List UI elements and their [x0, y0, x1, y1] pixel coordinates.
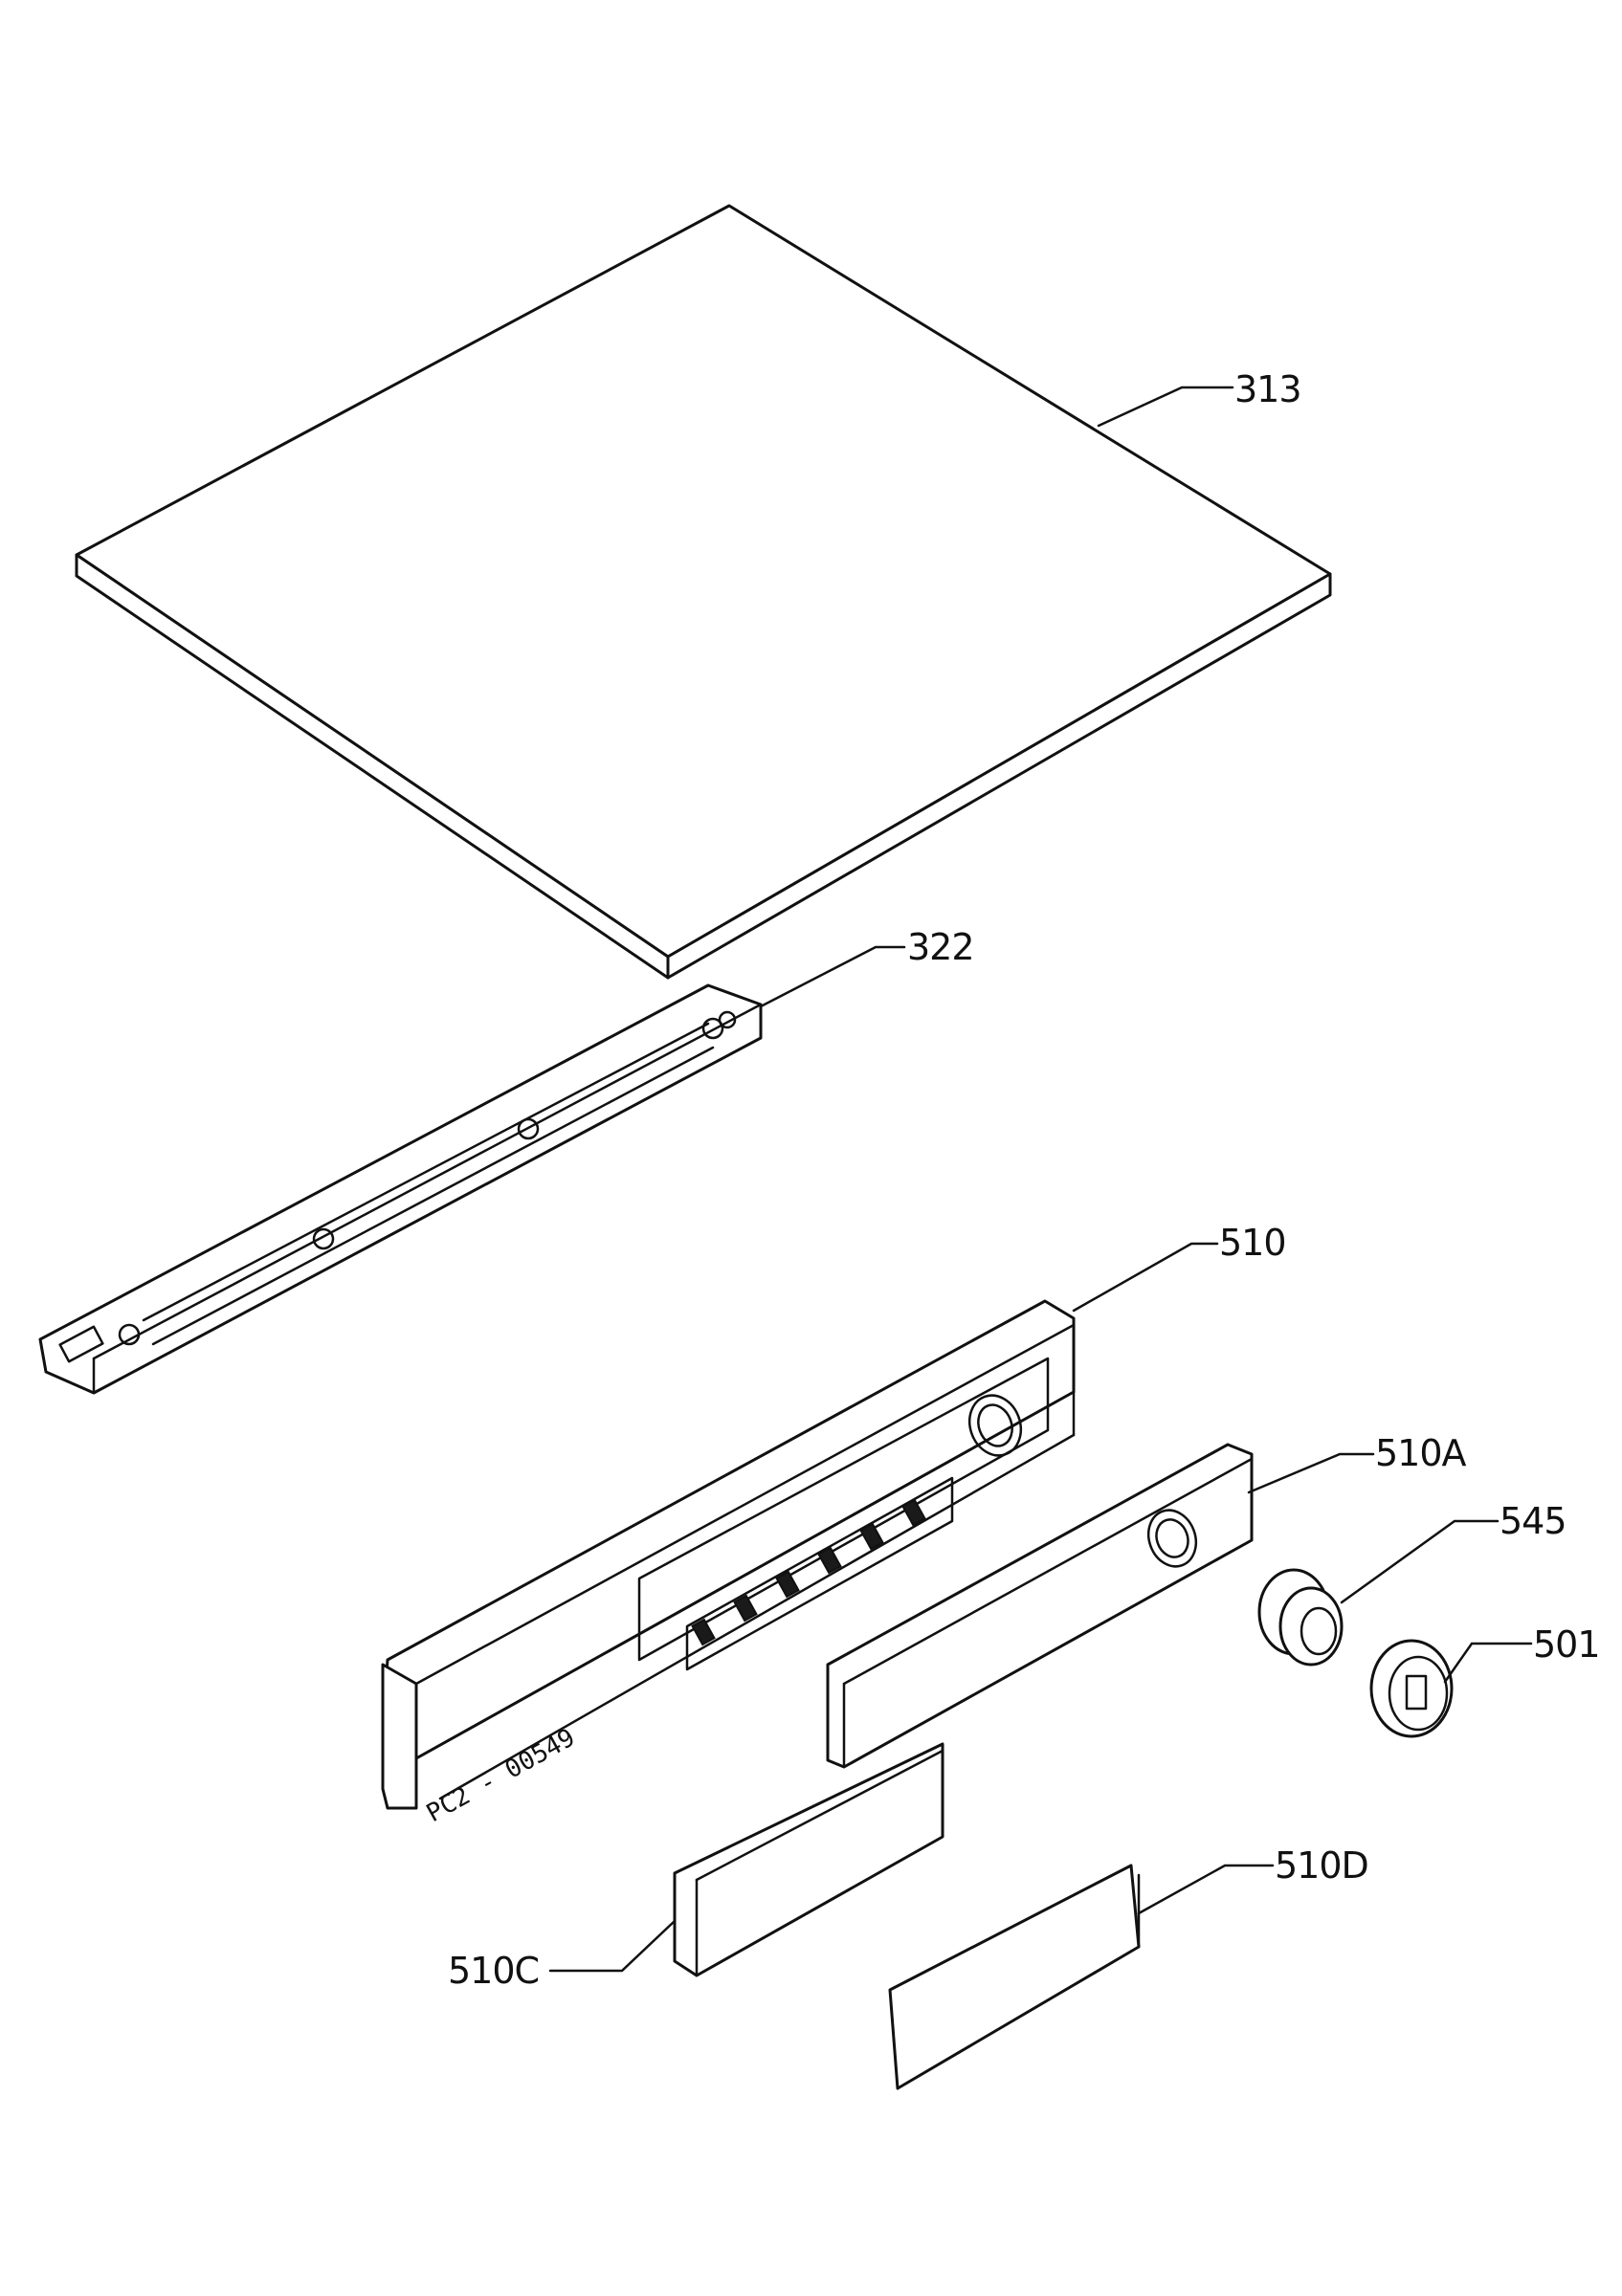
callout-510a: 510A [1375, 1432, 1467, 1474]
part-510a-bezel-plate [826, 1443, 1254, 1769]
callout-510: 510 [1219, 1222, 1286, 1264]
leader-lines [548, 386, 1533, 1973]
callout-labels: 313 322 510 510A 545 501 510D 510C [448, 368, 1601, 1992]
part-510d-cover-plate [888, 1864, 1141, 2090]
part-313-top-cover [75, 204, 1332, 980]
leader-545 [1340, 1519, 1500, 1604]
leader-510 [1072, 1242, 1219, 1313]
leader-510c [548, 1919, 677, 1973]
part-510-control-panel: PC2 - 00549 [381, 1299, 1076, 1828]
callout-545: 545 [1500, 1500, 1566, 1542]
callout-510d: 510D [1275, 1844, 1368, 1887]
part-322-rail [38, 983, 763, 1395]
leader-313 [1097, 386, 1234, 428]
part-510c-end-strip [673, 1742, 944, 1977]
leader-501 [1443, 1642, 1533, 1684]
part-545-knob-shaft [1257, 1568, 1344, 1667]
part-501-knob [1369, 1639, 1454, 1738]
callout-322: 322 [907, 926, 974, 968]
leader-510a [1247, 1452, 1375, 1494]
callout-510c: 510C [448, 1950, 539, 1992]
leader-322 [759, 945, 906, 1008]
callout-313: 313 [1234, 368, 1301, 410]
leader-510d [1137, 1864, 1275, 1915]
callout-501: 501 [1533, 1623, 1600, 1666]
display-segments [691, 1498, 926, 1646]
